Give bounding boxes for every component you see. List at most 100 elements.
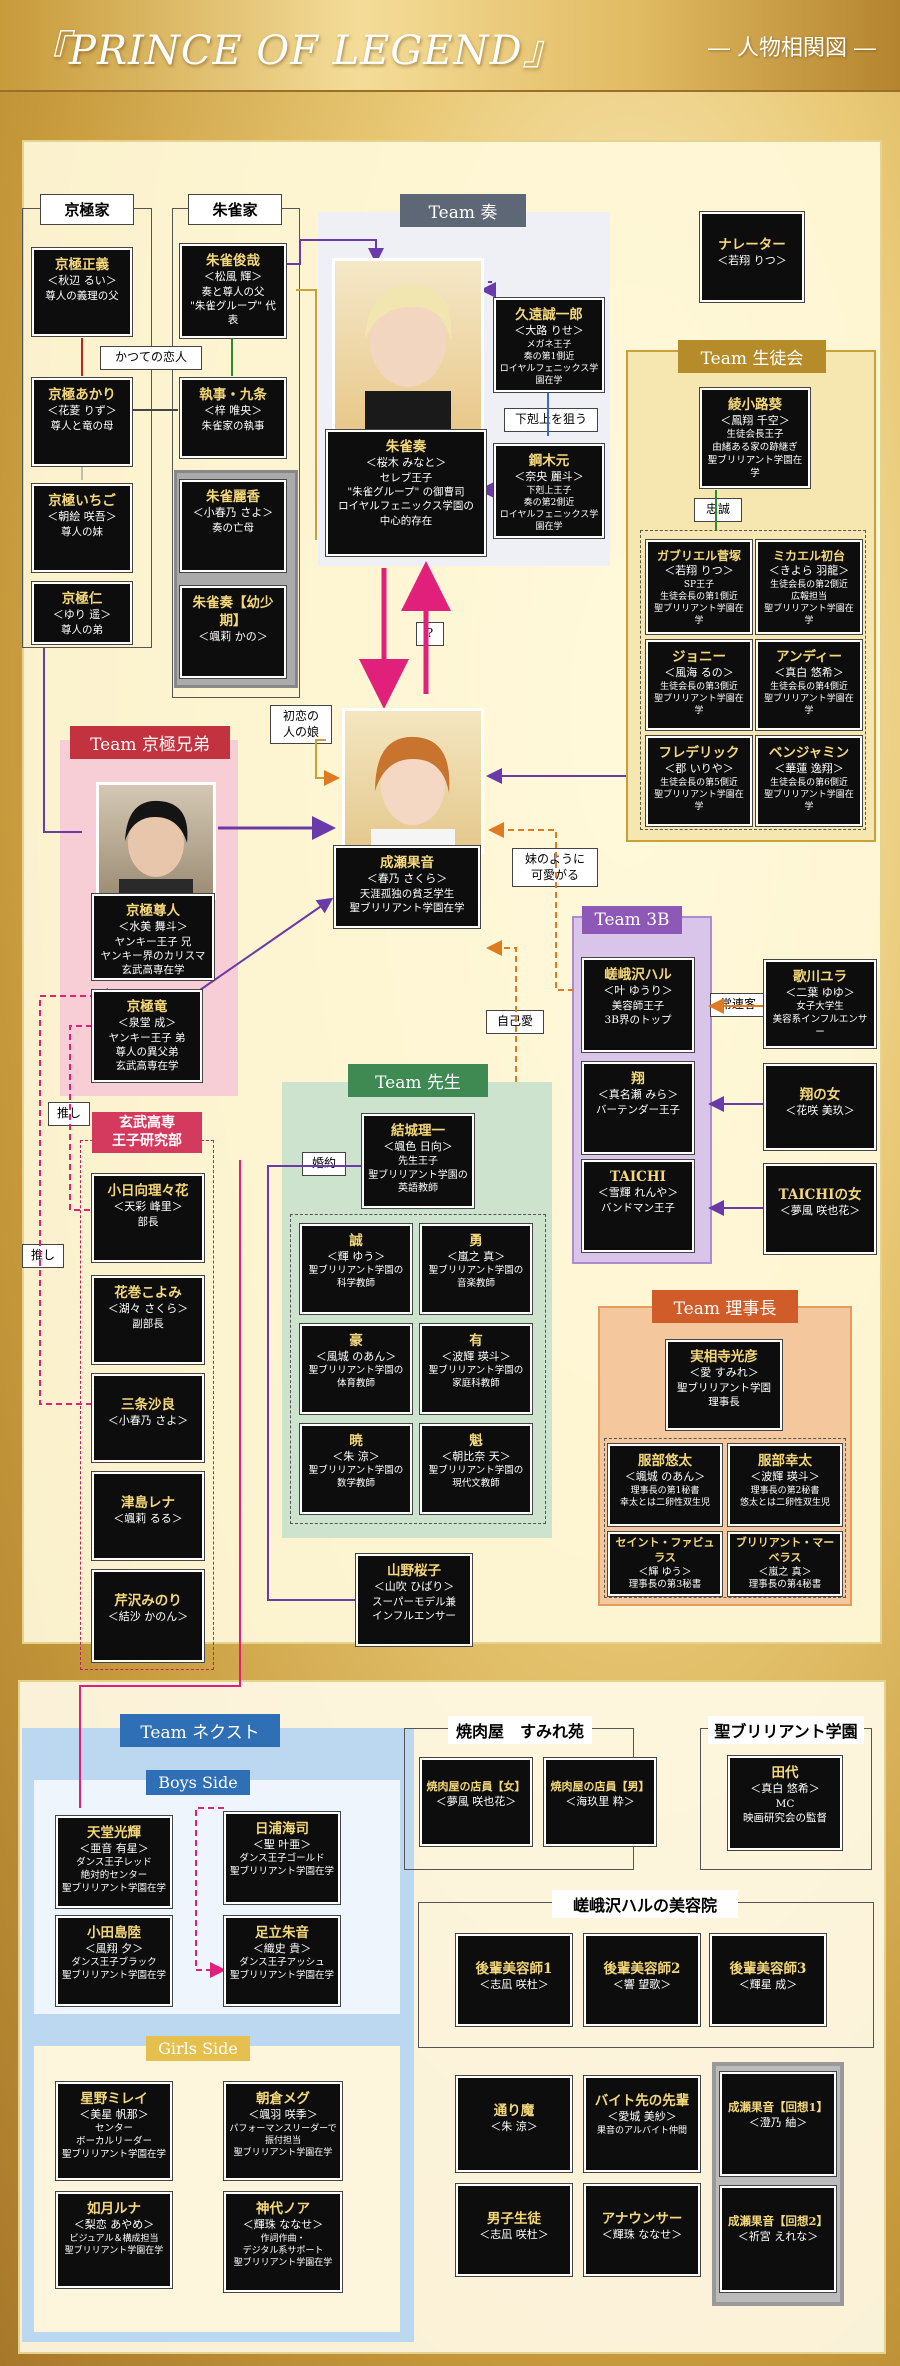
card-kisaragi: 如月ルナ＜梨恋 あやめ＞ビジュアル＆構成担当 聖ブリリアント学園在学 — [56, 2192, 172, 2288]
card-toshiki: 朱雀俊哉＜松風 輝＞奏と尊人の父 "朱雀グループ" 代表 — [180, 244, 286, 338]
kyogoku-family-line — [43, 648, 82, 833]
card-adachi: 足立朱音＜織史 貴＞ダンス王子アッシュ 聖ブリリアント学園在学 — [224, 1916, 340, 2006]
card-ryu: 京極竜＜泉堂 成＞ヤンキー王子 弟 尊人の異父弟 玄武高専在学 — [92, 990, 202, 1082]
team-sensei-label: Team 先生 — [348, 1064, 488, 1097]
card-reika: 朱雀麗香＜小春乃 さよ＞奏の亡母 — [180, 480, 286, 572]
card-danshi: 男子生徒＜志凪 咲杜＞ — [456, 2184, 572, 2276]
card-yura: 歌川ユラ＜二葉 ゆゆ＞女子大学生 美容系インフルエンサー — [764, 960, 876, 1048]
card-tashiro: 田代＜真白 悠希＞MC 映画研究会の監督 — [728, 1756, 842, 1850]
card-odajima: 小田島陸＜風翔 夕＞ダンス王子ブラック 聖ブリリアント学園在学 — [56, 1916, 172, 2006]
oshi2-label: 推し — [22, 1244, 64, 1268]
card-johnny: ジョニー＜風海 るの＞生徒会長の第3側近 聖ブリリアント学園在学 — [646, 640, 752, 730]
card-kamishiro: 神代ノア＜輝珠 ななせ＞作詞作曲・ デジタル系サポート 聖ブリリアント学園在学 — [224, 2192, 342, 2292]
card-akatsuki: 暁＜朱 涼＞聖ブリリアント学園の 数学教師 — [300, 1424, 412, 1514]
kyogoku-family-label: 京極家 — [40, 194, 134, 225]
card-brilliant: ブリリアント・マーベラス＜嵐之 真＞理事長の第4秘書 — [728, 1532, 842, 1596]
card-frederick: フレデリック＜郡 いりや＞生徒会長の第5側近 聖ブリリアント学園在学 — [646, 736, 752, 826]
card-shonoonna: 翔の女＜花咲 美玖＞ — [764, 1064, 876, 1150]
team-kanade-label: Team 奏 — [400, 194, 526, 227]
page-subtitle: ― 人物相関図 ― — [708, 36, 876, 61]
card-akari: 京極あかり＜花菱 りず＞尊人と竜の母 — [32, 378, 132, 466]
konyaku-line — [267, 1165, 362, 1601]
card-ayanokoji: 綾小路葵＜鳳翔 千空＞生徒会長王子 由緒ある家の跡継ぎ 聖ブリリアント学園在学 — [700, 388, 810, 488]
jokaku-label: 常連客 — [710, 993, 766, 1017]
card-takato: 京極尊人＜水美 舞斗＞ヤンキー王子 兄 ヤンキー界のカリスマ 玄武高専在学 — [92, 894, 214, 980]
card-makoto: 誠＜輝 ゆう＞聖ブリリアント学園の 科学教師 — [300, 1224, 412, 1314]
card-sho: 翔＜真名瀬 みら＞バーテンダー王子 — [582, 1062, 694, 1154]
card-yuta: 服部悠太＜颯城 のあん＞理事長の第1秘書 幸太とは二卵性双生児 — [608, 1444, 722, 1526]
card-asakura: 朝倉メグ＜颯羽 咲季＞パフォーマンスリーダーで 振付担当 聖ブリリアント学園在学 — [224, 2082, 342, 2180]
takato-photo — [96, 782, 216, 900]
card-haru: 嵯峨沢ハル＜叶 ゆうり＞美容師王子 3B界のトップ — [582, 958, 694, 1052]
salon-label: 嵯峨沢ハルの美容院 — [552, 1890, 738, 1918]
card-tendo: 天堂光輝＜亜音 有星＞ダンス王子レッド 絶対的センター 聖ブリリアント学園在学 — [56, 1816, 172, 1908]
card-kota: 服部幸太＜波輝 瑛斗＞理事長の第2秘書 悠太とは二卵性双生児 — [728, 1444, 842, 1526]
next-line — [79, 1160, 241, 1808]
former-lovers-label: かつての恋人 — [100, 346, 202, 370]
question-label: ? — [416, 622, 444, 646]
card-gabriel: ガブリエル菅塚＜若翔 りつ＞SP王子 生徒会長の第1側近 聖ブリリアント学園在学 — [646, 540, 752, 634]
card-komi: 花巻こよみ＜湖々 さくら＞副部長 — [92, 1276, 204, 1364]
card-mirori: 芹沢みのり＜結沙 かのん＞ — [92, 1570, 204, 1662]
card-sakura: 山野桜子＜山吹 ひばり＞スーパーモデル兼 インフルエンサー — [356, 1554, 472, 1646]
oshi1-line — [69, 1018, 114, 1211]
hatsukoi-line — [315, 739, 340, 786]
card-kohai2: 後輩美容師2＜響 望歌＞ — [584, 1934, 700, 2026]
page-title: 『PRINCE OF LEGEND』 — [28, 28, 564, 74]
yakiniku-label: 焼肉屋 すみれ苑 — [448, 1716, 592, 1744]
takato-portrait-icon — [119, 800, 193, 897]
chusei-label: 忠誠 — [694, 498, 742, 522]
girls-side-label: Girls Side — [146, 2036, 250, 2061]
hatsukoi-label: 初恋の 人の娘 — [270, 705, 332, 745]
ayane-photo — [342, 708, 484, 854]
card-baito: バイト先の先輩＜愛城 美紗＞果音のアルバイト仲間 — [584, 2076, 700, 2172]
card-rika: 小日向理々花＜天彩 峰里＞部長 — [92, 1174, 204, 1262]
kanade-portrait-icon — [365, 284, 452, 431]
card-taichi: TAICHI＜雪輝 れんや＞バンドマン王子 — [582, 1160, 694, 1252]
sensei-teachers-box — [290, 1214, 546, 1524]
card-kaiso2: 成瀬果音【回想2】＜祈宮 えれな＞ — [720, 2186, 836, 2292]
card-torima: 通り魔＜朱 涼＞ — [456, 2076, 572, 2172]
rijicho-staff-box — [604, 1438, 846, 1598]
card-taichionna: TAICHIの女＜夢風 咲也花＞ — [764, 1164, 876, 1254]
header: 『PRINCE OF LEGEND』 ― 人物相関図 ― — [0, 0, 900, 92]
card-hoshino: 星野ミレイ＜美星 帆那＞センター ボーカルリーダー 聖ブリリアント学園在学 — [56, 2082, 172, 2180]
oshi2-line — [39, 988, 108, 1405]
team-next-label: Team ネクスト — [120, 1714, 280, 1747]
card-jin: 京極仁＜ゆり 遥＞尊人の弟 — [32, 582, 132, 644]
card-sakigake: 魁＜朝比奈 天＞聖ブリリアント学園の 現代文教師 — [420, 1424, 532, 1514]
card-yuki: 結城理一＜颯色 日向＞先生王子 聖ブリリアント学園の 英語教師 — [362, 1114, 474, 1208]
card-yaki-m: 焼肉屋の店員【男】＜海玖里 粋＞ — [544, 1758, 656, 1846]
kanade-photo — [332, 258, 484, 434]
card-kanade: 朱雀奏＜桜木 みなと＞セレブ王子 "朱雀グループ" の御曹司 ロイヤルフェニック… — [326, 430, 486, 556]
card-hyuga: 日浦海司＜聖 叶亜＞ダンス王子ゴールド 聖ブリリアント学園在学 — [224, 1812, 340, 1904]
card-kanade-young: 朱雀奏【幼少期】＜颯莉 かの＞ — [180, 586, 286, 678]
card-sanemichi: 実相寺光彦＜愛 すみれ＞聖ブリリアント学園 理事長 — [666, 1340, 782, 1430]
shitakoku-label: 下剋上を狙う — [504, 408, 598, 432]
team-kyogoku-label: Team 京極兄弟 — [70, 726, 230, 759]
card-masayoshi: 京極正義＜秋辺 るい＞尊人の義理の父 — [32, 248, 132, 336]
card-kaiso1: 成瀬果音【回想1】＜澄乃 紬＞ — [720, 2072, 836, 2176]
card-sara: 三条沙良＜小春乃 さよ＞ — [92, 1374, 204, 1462]
card-suzuki: 鋼木元＜奈央 麗斗＞下剋上王子 奏の第2側近 ロイヤルフェニックス学園在学 — [494, 444, 604, 538]
haru-ayane-line — [488, 822, 574, 991]
gakuen-label: 聖ブリリアント学園 — [708, 1716, 864, 1744]
card-yaki-f: 焼肉屋の店員【女】＜夢風 咲也花＞ — [420, 1758, 532, 1846]
oshi1-label: 推し — [48, 1102, 90, 1126]
suzaku-family-label: 朱雀家 — [188, 194, 282, 225]
card-kohai3: 後輩美容師3＜輝星 成＞ — [710, 1934, 826, 2026]
card-kohai1: 後輩美容師1＜志凪 咲杜＞ — [456, 1934, 572, 2026]
card-andy: アンディー＜真白 悠希＞生徒会長の第4側近 聖ブリリアント学園在学 — [756, 640, 862, 730]
toshiki-kanade-line — [284, 239, 384, 265]
card-saint: セイント・ファビュラス＜輝 ゆう＞理事長の第3秘書 — [608, 1532, 722, 1596]
card-narrator: ナレーター＜若翔 りつ＞ — [700, 212, 804, 302]
boys-side-label: Boys Side — [146, 1770, 250, 1795]
card-kujo: 執事・九条＜梓 唯央＞朱雀家の執事 — [180, 378, 286, 458]
card-yu: 有＜波輝 瑛斗＞聖ブリリアント学園の 家庭科教師 — [420, 1324, 532, 1414]
suzaku-ayane-line — [296, 289, 317, 540]
card-benjamin: ベンジャミン＜華蓮 逸翔＞生徒会長の第6側近 聖ブリリアント学園在学 — [756, 736, 862, 826]
team-rijicho-label: Team 理事長 — [652, 1290, 798, 1323]
card-go: 豪＜風城 のあん＞聖ブリリアント学園の 体育教師 — [300, 1324, 412, 1414]
